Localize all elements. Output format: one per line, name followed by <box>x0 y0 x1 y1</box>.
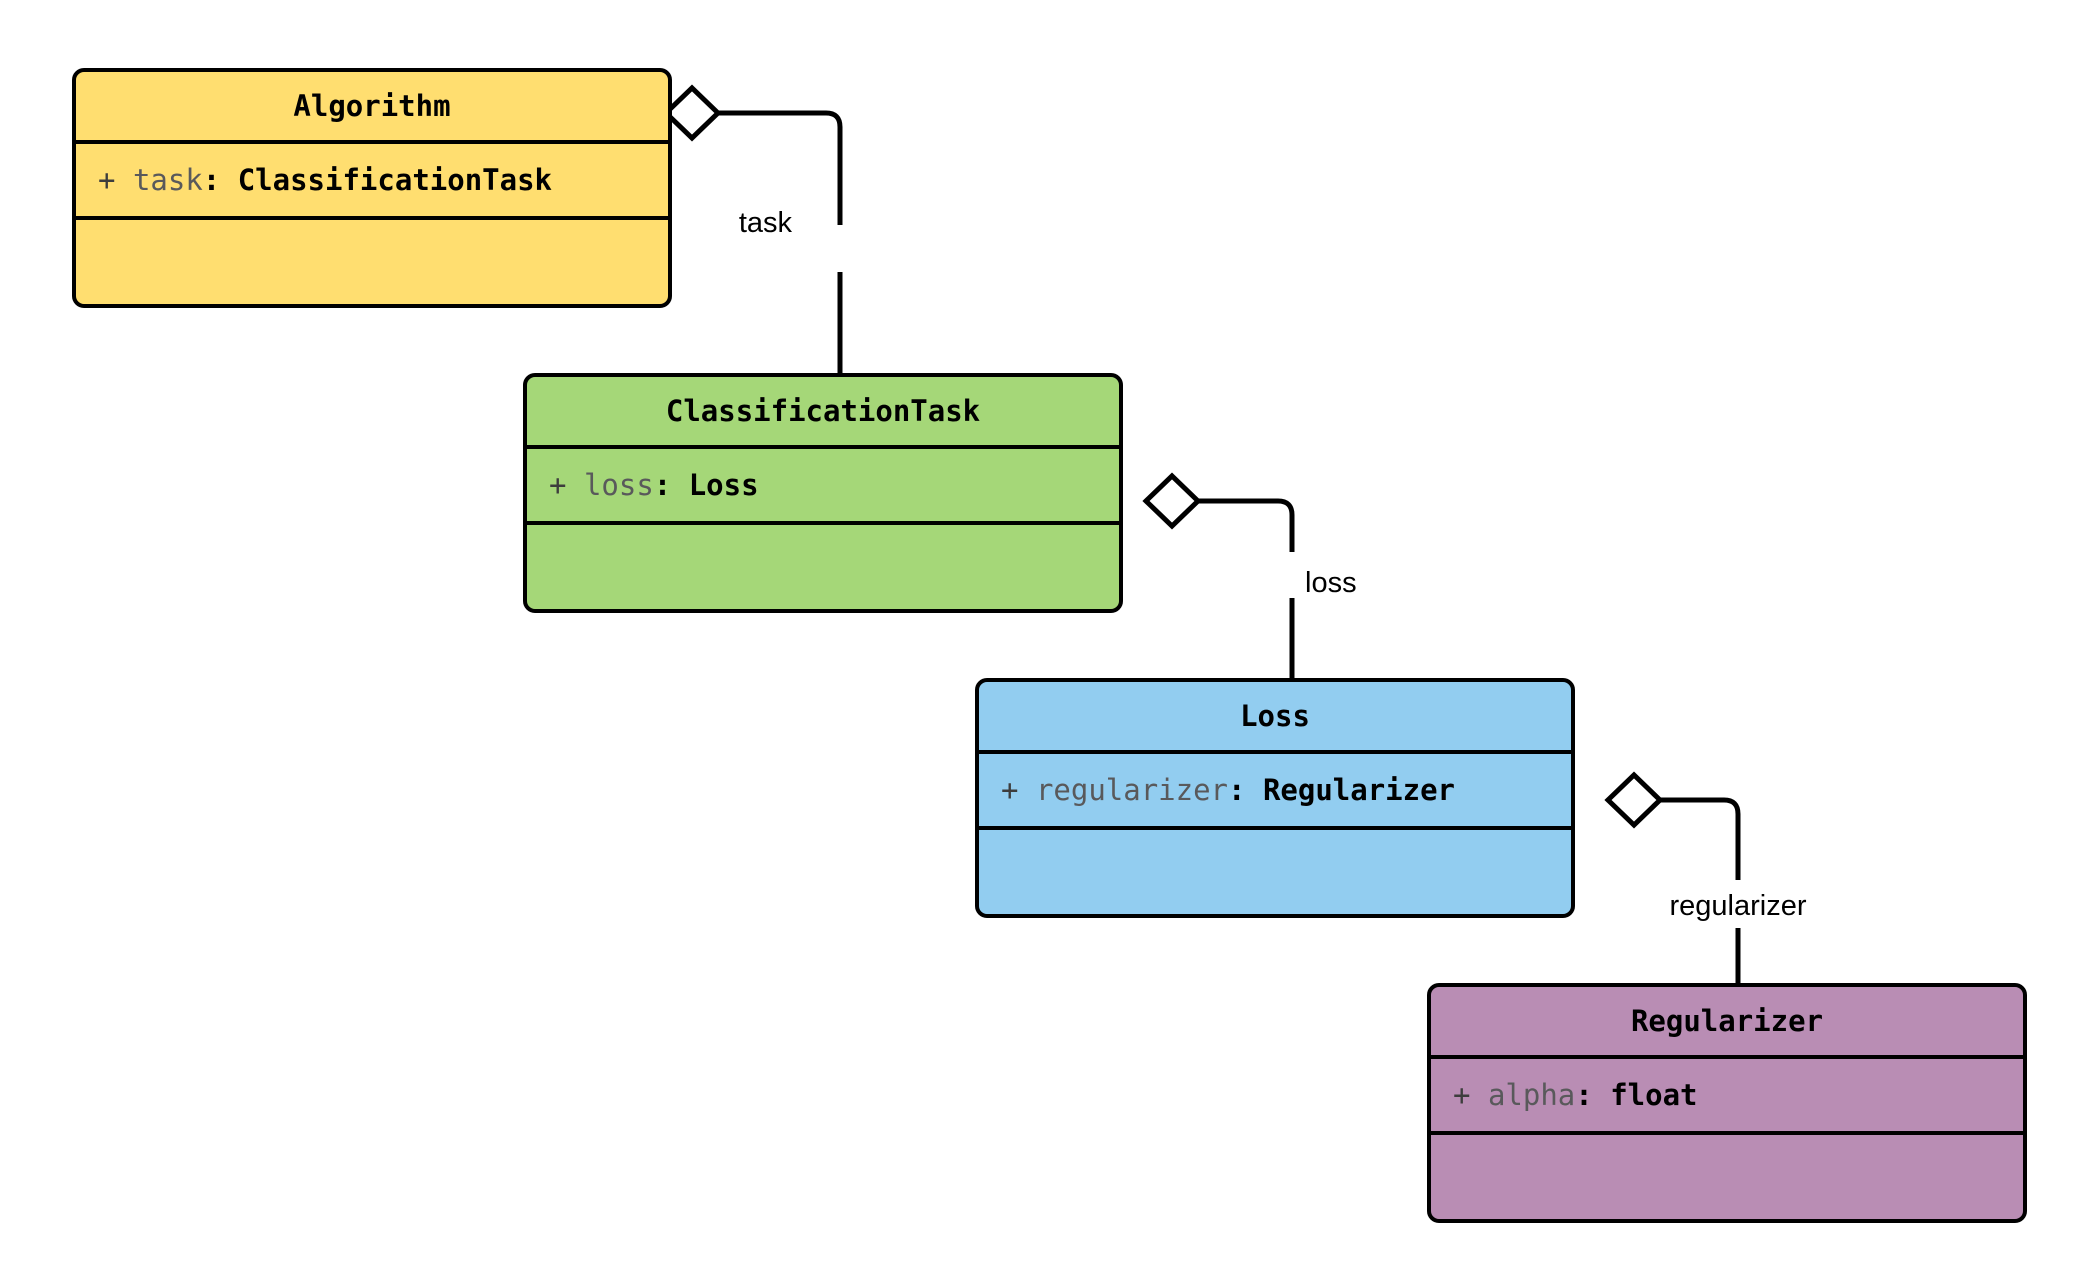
edge-regularizer-line-upper <box>1660 797 1741 880</box>
class-attributes-compartment-algorithm: + task: ClassificationTask <box>76 144 668 220</box>
edge-loss-line-upper <box>1198 498 1295 552</box>
class-name-regularizer: Regularizer <box>1630 1004 1824 1038</box>
class-name-classification-task: ClassificationTask <box>665 394 981 428</box>
attribute-type: ClassificationTask <box>237 163 552 197</box>
attribute-name: regularizer <box>1035 773 1228 807</box>
class-attributes-compartment-loss: + regularizer: Regularizer <box>979 754 1571 830</box>
attribute-name: task <box>132 163 203 197</box>
class-title-compartment-algorithm: Algorithm <box>76 72 668 144</box>
aggregation-diamond-icon <box>1604 771 1664 829</box>
class-box-algorithm[interactable]: Algorithm + task: ClassificationTask <box>72 68 672 308</box>
attribute-name: alpha <box>1487 1078 1576 1112</box>
attribute-row-regularizer: + regularizer: Regularizer <box>1001 773 1455 807</box>
attribute-visibility: + <box>1453 1078 1471 1112</box>
class-name-algorithm: Algorithm <box>293 89 451 123</box>
edge-label-loss: loss <box>1302 567 1360 600</box>
attribute-row-loss: + loss: Loss <box>549 468 759 502</box>
class-attributes-compartment-classification-task: + loss: Loss <box>527 449 1119 525</box>
class-title-compartment-loss: Loss <box>979 682 1571 754</box>
edge-loss <box>1142 472 1295 683</box>
attribute-separator: : <box>653 468 672 502</box>
class-methods-compartment-algorithm <box>76 220 668 304</box>
aggregation-diamond-icon <box>1142 472 1202 530</box>
class-box-classification-task[interactable]: ClassificationTask + loss: Loss <box>523 373 1123 613</box>
attribute-type: float <box>1610 1078 1698 1112</box>
edge-label-task: task <box>735 206 795 240</box>
attribute-type: Regularizer <box>1262 773 1455 807</box>
aggregation-diamond-icon <box>662 84 722 142</box>
class-methods-compartment-classification-task <box>527 525 1119 609</box>
attribute-separator: : <box>202 163 221 197</box>
class-title-compartment-regularizer: Regularizer <box>1431 987 2023 1059</box>
class-methods-compartment-loss <box>979 830 1571 914</box>
class-title-compartment-classification-task: ClassificationTask <box>527 377 1119 449</box>
attribute-visibility: + <box>1001 773 1019 807</box>
attribute-separator: : <box>1228 773 1246 807</box>
attribute-separator: : <box>1575 1078 1593 1112</box>
edge-label-regularizer: regularizer <box>1666 889 1810 923</box>
attribute-name: loss <box>583 468 654 502</box>
attribute-visibility: + <box>549 468 567 502</box>
attribute-visibility: + <box>98 163 116 197</box>
edge-regularizer <box>1604 771 1741 988</box>
attribute-type: Loss <box>688 468 759 502</box>
class-attributes-compartment-regularizer: + alpha: float <box>1431 1059 2023 1135</box>
attribute-row-task: + task: ClassificationTask <box>98 163 552 197</box>
class-box-regularizer[interactable]: Regularizer + alpha: float <box>1427 983 2027 1223</box>
class-name-loss: Loss <box>1240 699 1310 733</box>
class-box-loss[interactable]: Loss + regularizer: Regularizer <box>975 678 1575 918</box>
attribute-row-alpha: + alpha: float <box>1453 1078 1698 1112</box>
class-methods-compartment-regularizer <box>1431 1135 2023 1219</box>
